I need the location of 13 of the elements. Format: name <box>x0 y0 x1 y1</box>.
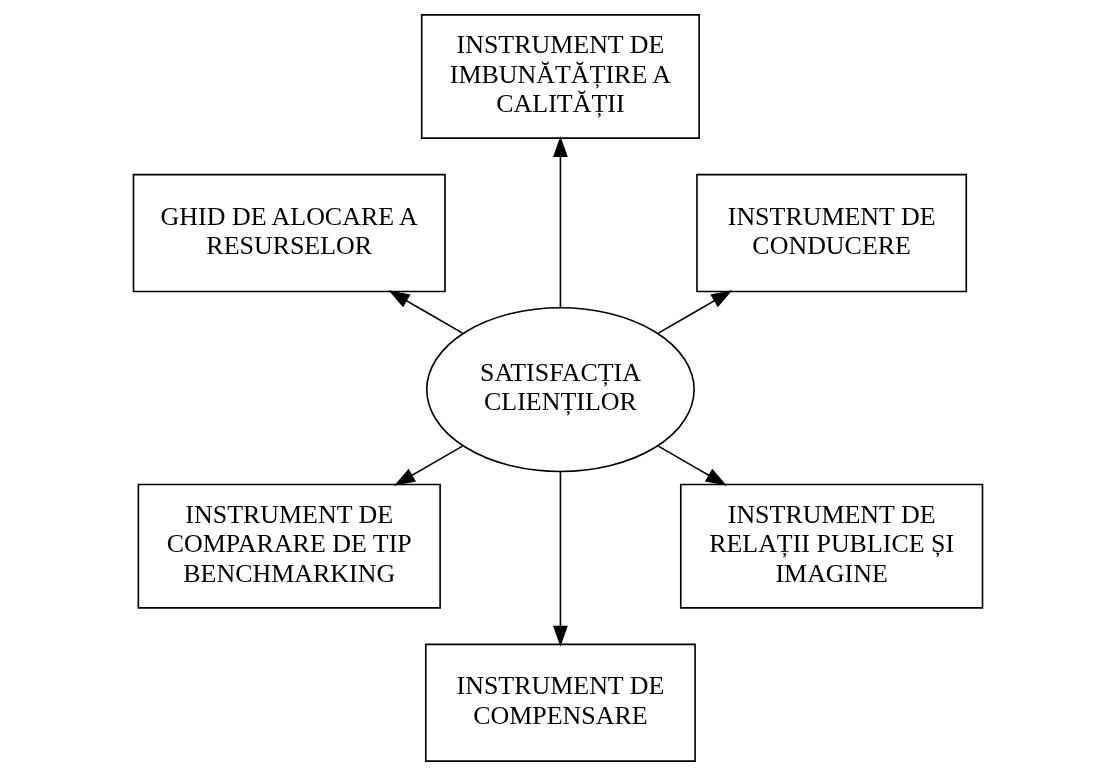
node-box: INSTRUMENT DE COMPARARE DE TIP BENCHMARKING <box>137 483 441 609</box>
node-box: INSTRUMENT DE IMBUNĂTĂȚIRE A CALITĂȚII <box>420 14 700 139</box>
arrow <box>552 471 568 647</box>
arrow <box>657 445 727 486</box>
arrow <box>388 290 463 334</box>
node-ellipse: SATISFACȚIA CLIENȚILOR <box>425 306 695 473</box>
arrow <box>657 290 732 334</box>
arrow <box>552 135 568 309</box>
node-box: GHID DE ALOCARE A RESURSELOR <box>132 173 446 293</box>
arrow <box>393 445 463 486</box>
node-box: INSTRUMENT DE RELAȚII PUBLICE ȘI IMAGINE <box>679 483 983 609</box>
node-box: INSTRUMENT DE COMPENSARE <box>424 643 696 762</box>
node-box: INSTRUMENT DE CONDUCERE <box>695 173 967 293</box>
